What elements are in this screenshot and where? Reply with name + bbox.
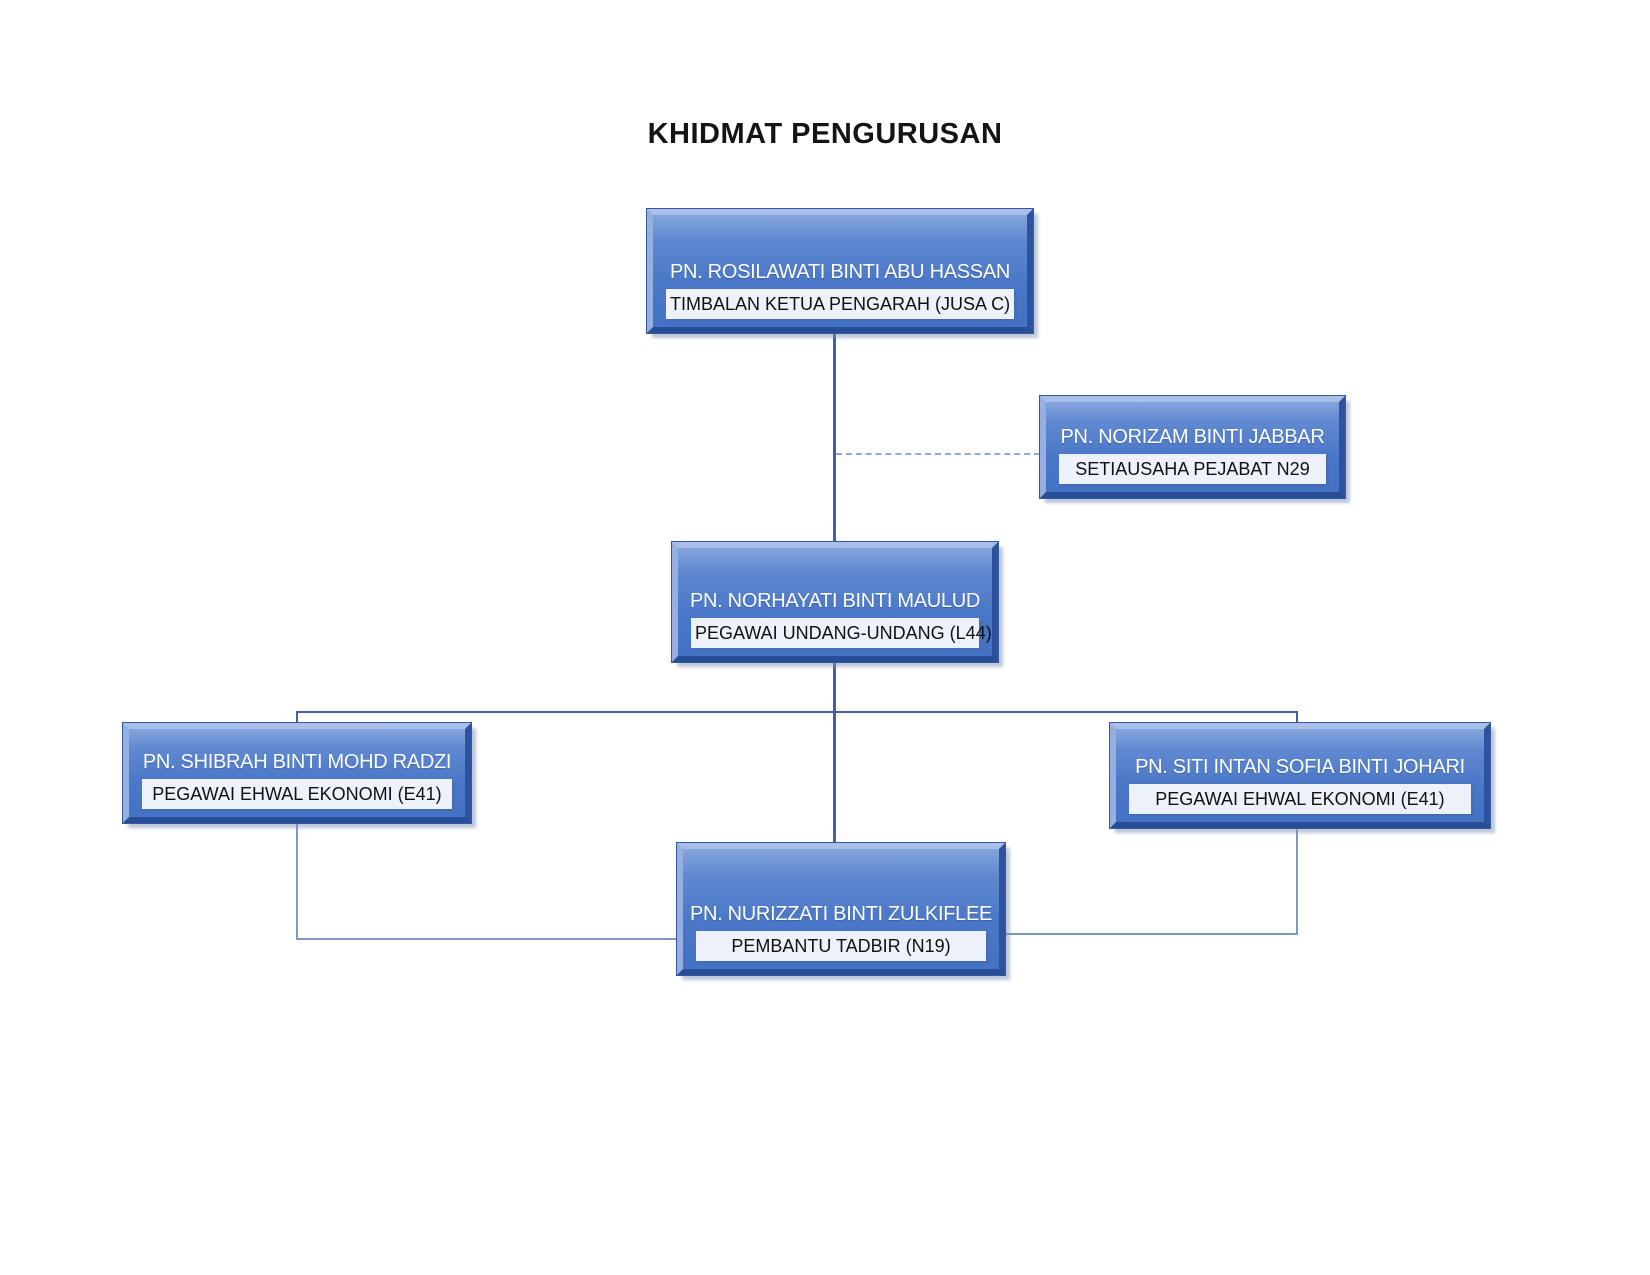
node-role: SETIAUSAHA PEJABAT N29 xyxy=(1059,454,1326,484)
node-name: PN. NORIZAM BINTI JABBAR xyxy=(1060,426,1325,448)
connector-rosilawati-norhayati xyxy=(833,333,836,545)
connector-drop-shibrah xyxy=(296,711,298,724)
connector-branch-horizontal xyxy=(296,711,1298,713)
org-node-rosilawati[interactable]: PN. ROSILAWATI BINTI ABU HASSAN TIMBALAN… xyxy=(646,208,1034,334)
connector-dashed-norizam xyxy=(836,453,1040,455)
chart-title: KHIDMAT PENGURUSAN xyxy=(647,118,1003,150)
node-role: PEMBANTU TADBIR (N19) xyxy=(696,931,986,961)
node-role: PEGAWAI UNDANG-UNDANG (L44) xyxy=(691,618,992,648)
node-role: PEGAWAI EHWAL EKONOMI (E41) xyxy=(142,779,452,809)
node-name: PN. ROSILAWATI BINTI ABU HASSAN xyxy=(669,261,1011,283)
node-name: PN. SHIBRAH BINTI MOHD RADZI xyxy=(142,751,452,773)
connector-drop-sitiintan xyxy=(1296,711,1298,724)
node-role: TIMBALAN KETUA PENGARAH (JUSA C) xyxy=(666,289,1014,319)
connector-sitiintan-nurizzati-horizontal xyxy=(1005,933,1298,935)
connector-norhayati-nurizzati xyxy=(833,662,836,846)
node-name: PN. NORHAYATI BINTI MAULUD xyxy=(689,590,980,612)
connector-shibrah-nurizzati-horizontal xyxy=(296,938,677,940)
node-role: PEGAWAI EHWAL EKONOMI (E41) xyxy=(1129,784,1471,814)
node-name: PN. SITI INTAN SOFIA BINTI JOHARI xyxy=(1135,756,1465,778)
node-name: PN. NURIZZATI BINTI ZULKIFLEE xyxy=(689,903,993,925)
connector-shibrah-nurizzati-vertical xyxy=(296,823,298,940)
org-node-nurizzati[interactable]: PN. NURIZZATI BINTI ZULKIFLEE PEMBANTU T… xyxy=(676,842,1006,976)
org-node-norhayati[interactable]: PN. NORHAYATI BINTI MAULUD PEGAWAI UNDAN… xyxy=(671,541,999,663)
org-node-shibrah[interactable]: PN. SHIBRAH BINTI MOHD RADZI PEGAWAI EHW… xyxy=(122,722,472,824)
connector-sitiintan-nurizzati-vertical xyxy=(1296,828,1298,935)
org-node-norizam[interactable]: PN. NORIZAM BINTI JABBAR SETIAUSAHA PEJA… xyxy=(1039,395,1346,499)
org-node-sitiintan[interactable]: PN. SITI INTAN SOFIA BINTI JOHARI PEGAWA… xyxy=(1109,722,1491,829)
